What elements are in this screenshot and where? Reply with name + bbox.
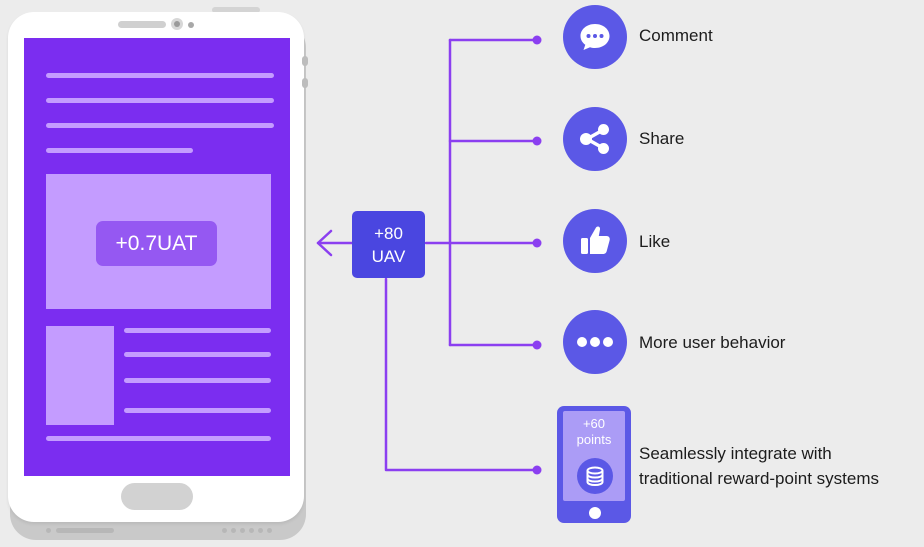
reward-badge: +0.7UAT (96, 221, 217, 266)
text-line-placeholder (124, 408, 271, 413)
behavior-label: More user behavior (639, 333, 786, 352)
text-line-placeholder (124, 328, 271, 333)
text-line-placeholder (46, 73, 274, 78)
uav-unit: UAV (371, 247, 406, 266)
behavior-label: Like (639, 232, 671, 251)
points-text: +60 points (563, 416, 625, 448)
home-button (121, 483, 193, 510)
points-phone-home-button (589, 507, 601, 519)
points-label-line2: traditional reward-point systems (639, 469, 879, 488)
thumbnail-placeholder (46, 326, 114, 425)
more-dots-icon (563, 310, 627, 374)
text-line-placeholder (124, 352, 271, 357)
phone-bottom-dot (249, 528, 254, 533)
share-icon (563, 107, 627, 171)
uav-reward-box: +80 UAV (352, 211, 425, 278)
behavior-label: Share (639, 129, 685, 148)
connector-dot (532, 35, 542, 45)
text-line-placeholder (46, 148, 193, 153)
phone-bottom-dot (46, 528, 51, 533)
phone-bottom-dot (240, 528, 245, 533)
phone-bottom-dot (258, 528, 263, 533)
behavior-label: Comment (639, 26, 713, 45)
phone-side-button (302, 78, 308, 88)
points-connector (384, 277, 538, 472)
connector-dot (532, 465, 542, 475)
connector-dot (532, 340, 542, 350)
phone-speaker (118, 21, 166, 28)
uav-amount: +80 (374, 224, 403, 243)
points-amount: +60 (582, 416, 606, 431)
text-line-placeholder (46, 123, 274, 128)
phone-top-edge (212, 7, 260, 13)
phone-side-button (302, 56, 308, 66)
points-label-line1: Seamlessly integrate with (639, 444, 832, 463)
phone-bottom-slot (56, 528, 114, 533)
phone-bottom-dot (267, 528, 272, 533)
phone-bottom-dot (222, 528, 227, 533)
text-line-placeholder (46, 436, 271, 441)
coin-stack-icon (577, 458, 613, 494)
text-line-placeholder (46, 98, 274, 103)
arrow-head-icon (316, 229, 333, 257)
text-line-placeholder (124, 378, 271, 383)
points-unit: points (576, 432, 612, 447)
comment-icon (563, 5, 627, 69)
thumbs-up-icon (563, 209, 627, 273)
phone-sensor (188, 22, 194, 28)
phone-bottom-dot (231, 528, 236, 533)
camera-icon (171, 18, 183, 30)
connector-dot (532, 238, 542, 248)
connector-dot (532, 136, 542, 146)
